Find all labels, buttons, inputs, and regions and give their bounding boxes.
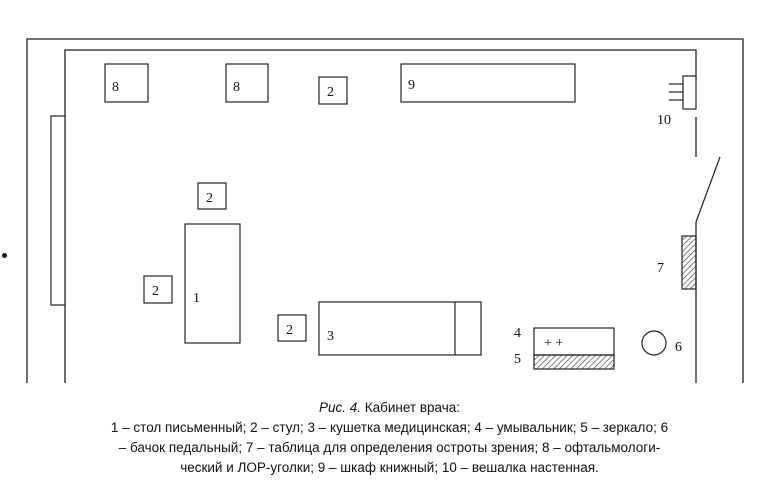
chair-top — [318, 76, 348, 105]
outer-walls — [26, 38, 744, 383]
caption-prefix: Рис. 4. — [318, 400, 361, 415]
ent-corner — [225, 63, 269, 103]
caption-line-1: 1 – стол письменный; 2 – стул; 3 – кушет… — [110, 420, 669, 435]
wall-hanger — [669, 75, 697, 110]
caption-line-2: – бачок педальный; 7 – таблица для опред… — [118, 440, 661, 455]
label-8a: 8 — [112, 80, 119, 95]
sink — [533, 327, 615, 356]
label-2-left: 2 — [152, 284, 159, 299]
label-10: 10 — [657, 113, 671, 128]
caption-title-line: Рис. 4. Кабинет врача: — [0, 398, 779, 417]
label-7: 7 — [657, 261, 664, 276]
label-2-top: 2 — [327, 85, 334, 100]
caption-title: Кабинет врача: — [361, 400, 461, 415]
label-9: 9 — [408, 78, 415, 93]
mirror — [533, 354, 615, 370]
margin-dot — [2, 253, 7, 258]
sink-mark: + + — [544, 336, 563, 351]
chair-left — [143, 275, 173, 304]
pedal-bin — [641, 330, 667, 356]
label-8b: 8 — [233, 80, 240, 95]
floor-plan: 8 8 2 2 2 2 9 10 1 3 + + 4 5 6 7 — [26, 38, 744, 383]
caption-line-3: ческий и ЛОР-уголки; 9 – шкаф книжный; 1… — [180, 460, 599, 475]
label-3: 3 — [327, 329, 334, 344]
desk — [184, 223, 241, 344]
medical-couch — [318, 301, 482, 356]
label-2-couch: 2 — [286, 323, 293, 338]
label-2-mid: 2 — [206, 191, 213, 206]
ophthalmology-corner — [104, 63, 149, 103]
door — [695, 156, 721, 223]
bookcase — [400, 63, 576, 103]
label-6: 6 — [675, 340, 682, 355]
eye-chart — [681, 235, 697, 290]
chair-couch — [277, 314, 307, 342]
label-5: 5 — [514, 352, 521, 367]
window — [50, 115, 66, 306]
label-4: 4 — [514, 326, 521, 341]
label-1: 1 — [193, 291, 200, 306]
chair-mid — [197, 182, 227, 210]
